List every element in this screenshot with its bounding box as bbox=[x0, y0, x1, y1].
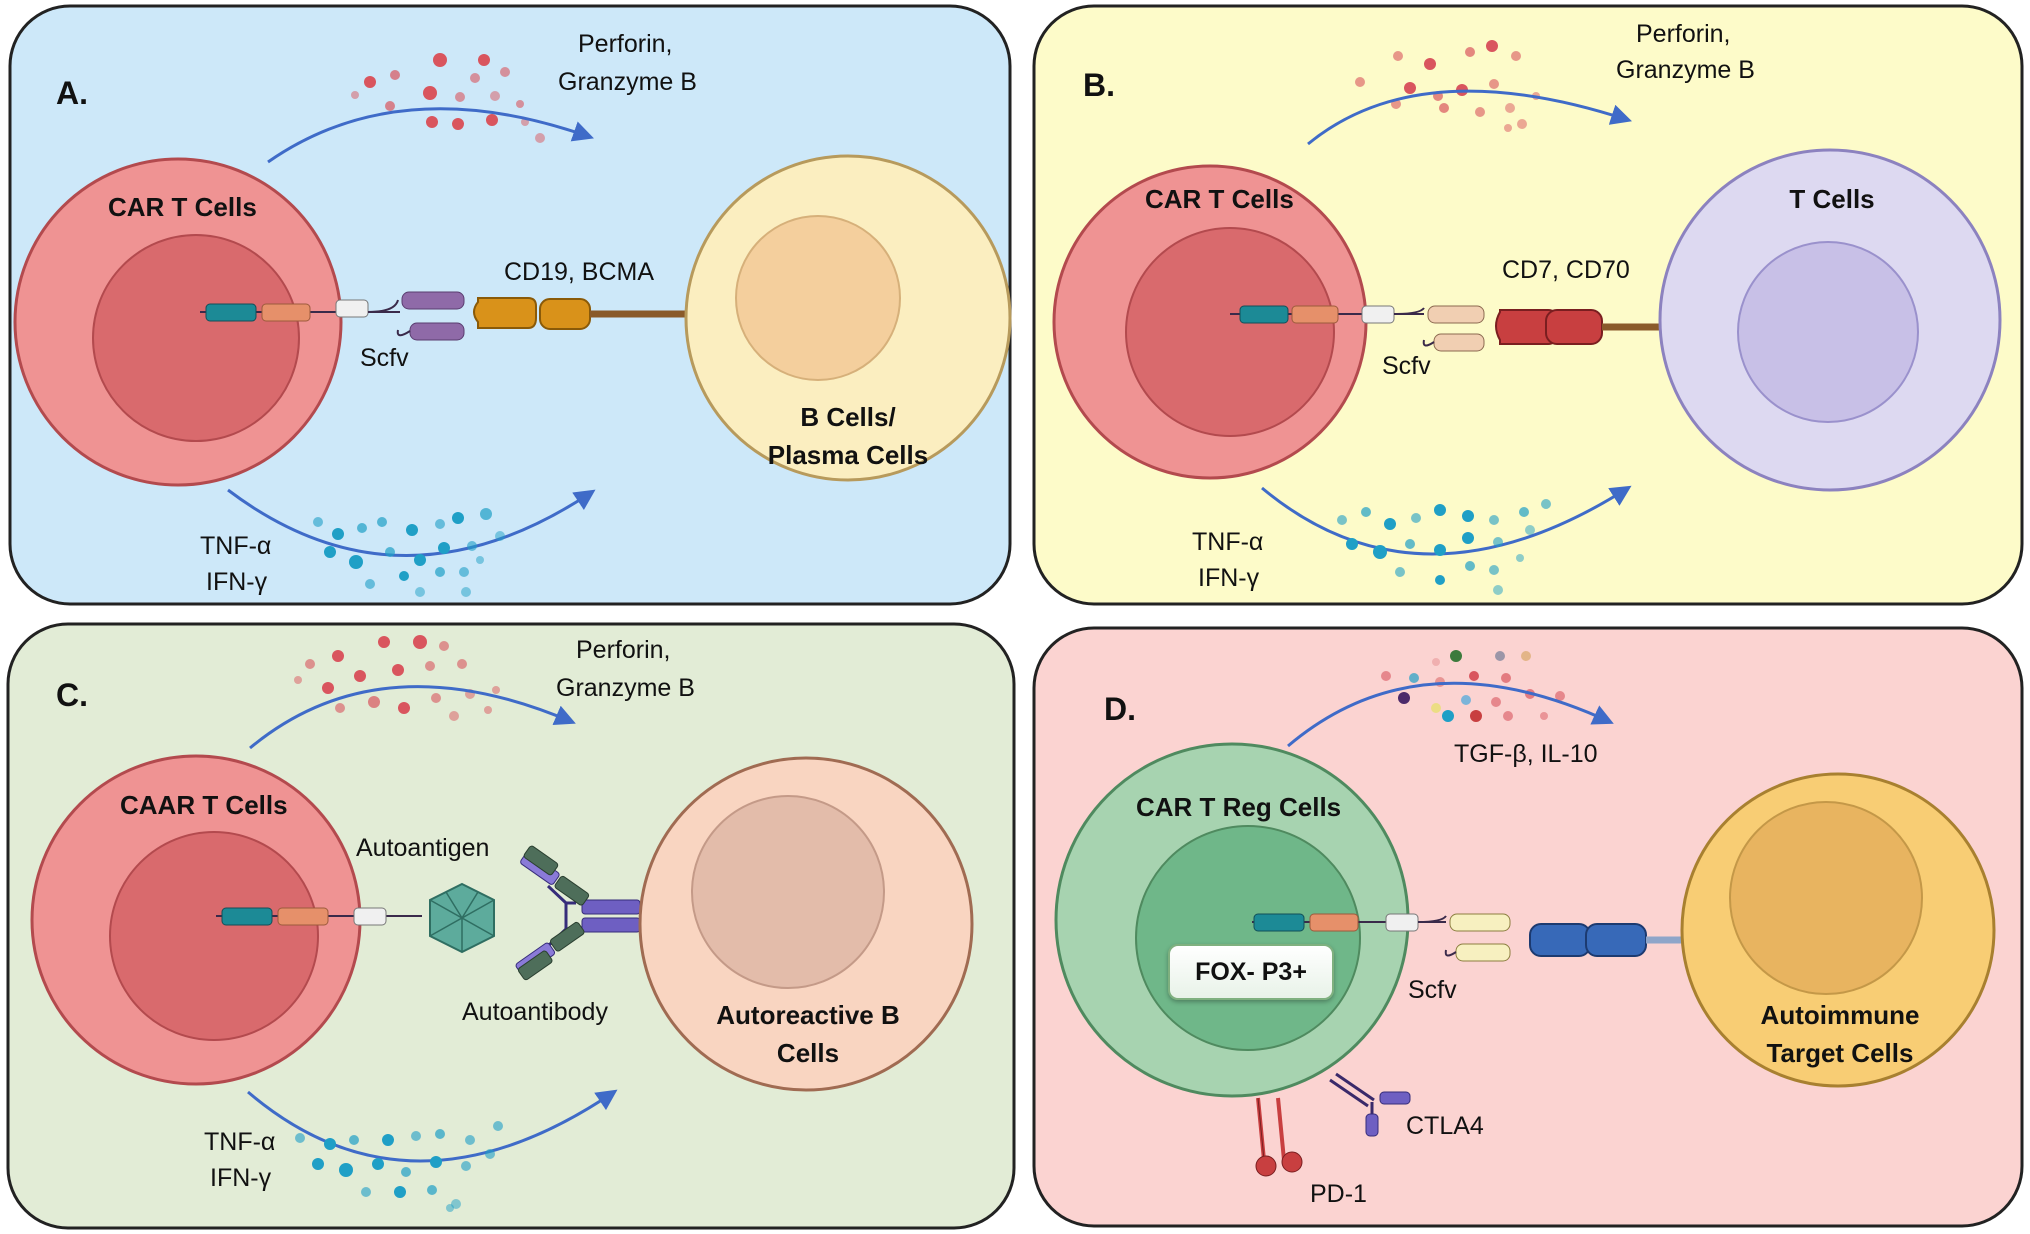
car-receptor-icon bbox=[200, 291, 465, 341]
antigen-label: CD7, CD70 bbox=[1502, 256, 1630, 284]
car-receptor-icon bbox=[216, 907, 422, 926]
panel-a: A. Perforin, Granzyme B CAR T Cells Scfv bbox=[8, 4, 1012, 606]
curved-arrow-icon bbox=[247, 1089, 618, 1163]
car-t-cell-label: CAR T Cells bbox=[108, 192, 257, 222]
curved-arrow-icon bbox=[227, 488, 596, 557]
car-t-nucleus bbox=[1125, 227, 1335, 437]
ifn-gamma-label: IFN-γ bbox=[206, 568, 268, 596]
antigen-icon bbox=[1495, 309, 1664, 345]
autoimmune-target-label-1: Autoimmune bbox=[1761, 1000, 1920, 1030]
foxp3-marker-box: FOX- P3+ bbox=[1168, 944, 1334, 1000]
curved-arrow-icon bbox=[1307, 89, 1632, 146]
curved-arrow-icon bbox=[267, 107, 594, 164]
b-cell-label-2: Plasma Cells bbox=[768, 440, 928, 470]
autoimmune-target-label-2: Target Cells bbox=[1767, 1038, 1914, 1068]
car-t-nucleus bbox=[92, 234, 300, 442]
tgf-il10-label: TGF-β, IL-10 bbox=[1454, 740, 1598, 768]
pd1-receptor-icon bbox=[1255, 1097, 1303, 1177]
scfv-label: Scfv bbox=[1408, 976, 1457, 1004]
autoreactive-b-cell-label-2: Cells bbox=[777, 1038, 839, 1068]
panel-a-letter: A. bbox=[56, 75, 88, 111]
foxp3-label: FOX- P3+ bbox=[1195, 957, 1307, 986]
caar-t-nucleus bbox=[109, 831, 319, 1041]
panel-b-letter: B. bbox=[1083, 67, 1115, 103]
b-cell-label-1: B Cells/ bbox=[800, 402, 895, 432]
perforin-granules-icon bbox=[294, 635, 500, 721]
car-treg-nucleus bbox=[1135, 825, 1361, 1051]
cytokine-dots-icon bbox=[295, 1121, 503, 1212]
curved-arrow-icon bbox=[1287, 681, 1614, 748]
pd1-label: PD-1 bbox=[1310, 1180, 1367, 1208]
panel-c-letter: C. bbox=[56, 677, 88, 713]
autoantibody-label: Autoantibody bbox=[462, 998, 608, 1026]
autoantibody-icon bbox=[515, 845, 641, 981]
panel-d: D. TGF-β, IL-10 CAR T Reg Cells Scfv bbox=[1032, 626, 2024, 1228]
ifn-gamma-label: IFN-γ bbox=[1198, 564, 1260, 592]
scfv-label: Scfv bbox=[360, 344, 409, 372]
car-receptor-icon bbox=[1230, 305, 1485, 352]
car-treg-cell-label: CAR T Reg Cells bbox=[1136, 792, 1341, 822]
perforin-granules-icon bbox=[351, 53, 545, 143]
car-receptor-icon bbox=[1252, 913, 1511, 962]
antigen-label: CD19, BCMA bbox=[504, 258, 654, 286]
autoimmune-target-nucleus bbox=[1729, 801, 1923, 995]
caar-t-cell-label: CAAR T Cells bbox=[120, 790, 288, 820]
t-cell-nucleus bbox=[1737, 241, 1919, 423]
tnf-alpha-label: TNF-α bbox=[1192, 528, 1263, 556]
ifn-gamma-label: IFN-γ bbox=[210, 1164, 272, 1192]
scfv-label: Scfv bbox=[1382, 352, 1431, 380]
granzyme-label: Granzyme B bbox=[558, 68, 697, 96]
perforin-label: Perforin, bbox=[576, 636, 670, 664]
antigen-icon bbox=[473, 297, 690, 330]
panel-c: C. Perforin, Granzyme B CAAR T Cells Aut… bbox=[6, 622, 1016, 1230]
cytokine-dots-icon bbox=[313, 508, 505, 597]
panel-d-letter: D. bbox=[1104, 691, 1136, 727]
t-cell-label: T Cells bbox=[1789, 184, 1874, 214]
tnf-alpha-label: TNF-α bbox=[200, 532, 271, 560]
panel-b: B. Perforin, Granzyme B CAR T Cells Scfv bbox=[1032, 4, 2024, 606]
autoantigen-label: Autoantigen bbox=[356, 834, 489, 862]
autoreactive-b-cell-nucleus bbox=[691, 795, 885, 989]
car-t-cell-label: CAR T Cells bbox=[1145, 184, 1294, 214]
perforin-label: Perforin, bbox=[578, 30, 672, 58]
curved-arrow-icon bbox=[1261, 485, 1632, 556]
granzyme-label: Granzyme B bbox=[1616, 56, 1755, 84]
ctla4-receptor-icon bbox=[1329, 1072, 1411, 1137]
ctla4-label: CTLA4 bbox=[1406, 1112, 1484, 1140]
antigen-icon bbox=[1529, 923, 1682, 957]
b-cell-nucleus bbox=[735, 215, 901, 381]
autoreactive-b-cell-label-1: Autoreactive B bbox=[716, 1000, 900, 1030]
granzyme-label: Granzyme B bbox=[556, 674, 695, 702]
curved-arrow-icon bbox=[249, 685, 576, 750]
cytokine-dots-icon bbox=[1337, 499, 1551, 595]
perforin-label: Perforin, bbox=[1636, 20, 1730, 48]
mixed-cytokine-dots-icon bbox=[1381, 650, 1565, 722]
tnf-alpha-label: TNF-α bbox=[204, 1128, 275, 1156]
perforin-granules-icon bbox=[1355, 40, 1540, 132]
autoantigen-polyhedron-icon bbox=[429, 882, 495, 954]
